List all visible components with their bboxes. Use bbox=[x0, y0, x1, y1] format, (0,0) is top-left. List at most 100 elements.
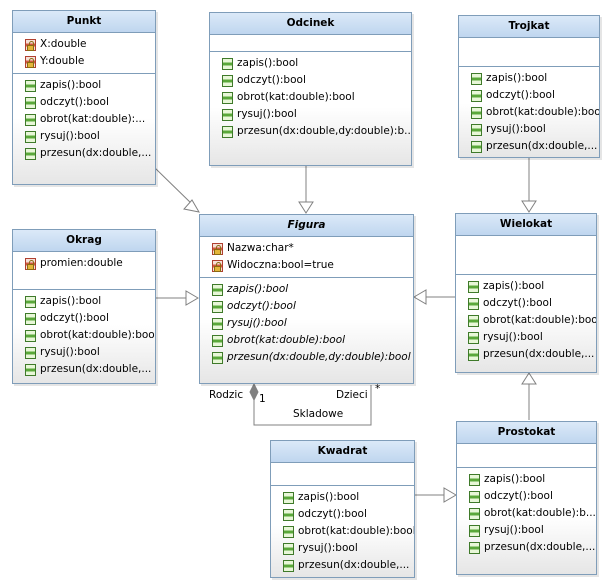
public-method-icon bbox=[471, 140, 482, 153]
class-wielokat[interactable]: Wielokat zapis():bool odczyt():bool obro… bbox=[455, 213, 597, 373]
public-method-icon bbox=[471, 72, 482, 85]
public-method-icon bbox=[25, 295, 36, 308]
public-method-icon bbox=[468, 314, 479, 327]
method-row: rysuj():bool bbox=[456, 329, 596, 346]
class-title: Odcinek bbox=[210, 13, 411, 35]
attributes-compartment bbox=[456, 236, 596, 275]
class-figura[interactable]: Figura Nazwa:char* Widoczna:bool=true za… bbox=[199, 214, 414, 384]
public-method-icon bbox=[469, 524, 480, 537]
class-title: Figura bbox=[200, 215, 413, 237]
method-row: przesun(dx:double,dy:double):bool bbox=[200, 349, 413, 366]
public-method-icon bbox=[283, 491, 294, 504]
public-method-icon bbox=[212, 300, 223, 313]
method-row: odczyt():bool bbox=[210, 72, 411, 89]
class-kwadrat[interactable]: Kwadrat zapis():bool odczyt():bool obrot… bbox=[270, 440, 415, 578]
generalization-arrow-trojkat-wielokat bbox=[521, 200, 537, 213]
generalization-arrow-punkt-figura bbox=[183, 199, 200, 213]
method-row: obrot(kat:double):bool bbox=[13, 327, 155, 344]
method-row: zapis():bool bbox=[459, 70, 599, 87]
class-odcinek[interactable]: Odcinek zapis():bool odczyt():bool obrot… bbox=[209, 12, 412, 166]
public-method-icon bbox=[222, 91, 233, 104]
class-prostokat[interactable]: Prostokat zapis():bool odczyt():bool obr… bbox=[456, 421, 597, 575]
method-row: obrot(kat:double):bool bbox=[271, 523, 414, 540]
method-row: zapis():bool bbox=[200, 281, 413, 298]
public-method-icon bbox=[283, 559, 294, 572]
class-okrag[interactable]: Okrag promien:double zapis():bool odczyt… bbox=[12, 229, 156, 384]
methods-compartment: zapis():bool odczyt():bool rysuj():bool … bbox=[200, 278, 413, 369]
method-row: zapis():bool bbox=[13, 293, 155, 310]
attributes-compartment: promien:double bbox=[13, 252, 155, 290]
public-method-icon bbox=[212, 283, 223, 296]
method-row: odczyt():bool bbox=[457, 488, 596, 505]
methods-compartment: zapis():bool odczyt():bool obrot(kat:dou… bbox=[459, 67, 599, 158]
public-method-icon bbox=[222, 125, 233, 138]
method-row: przesun(dx:double,... bbox=[13, 145, 155, 162]
method-row: rysuj():bool bbox=[459, 121, 599, 138]
public-method-icon bbox=[471, 89, 482, 102]
method-row: obrot(kat:double):b... bbox=[457, 505, 596, 522]
method-row: przesun(dx:double,... bbox=[13, 361, 155, 378]
edge-punkt-figura bbox=[154, 167, 195, 207]
public-method-icon bbox=[222, 57, 233, 70]
method-row: odczyt():bool bbox=[13, 94, 155, 111]
method-row: przesun(dx:double,... bbox=[457, 539, 596, 556]
attributes-compartment bbox=[457, 444, 596, 468]
method-row: przesun(dx:double,... bbox=[456, 346, 596, 363]
class-punkt[interactable]: Punkt X:double Y:double zapis():bool odc… bbox=[12, 10, 156, 185]
class-title: Wielokat bbox=[456, 214, 596, 236]
method-row: obrot(kat:double):bool bbox=[456, 312, 596, 329]
public-method-icon bbox=[469, 507, 480, 520]
public-method-icon bbox=[468, 297, 479, 310]
private-attribute-icon bbox=[212, 242, 223, 255]
association-name-skladowe: Skladowe bbox=[293, 408, 344, 420]
method-row: odczyt():bool bbox=[271, 506, 414, 523]
attribute-row: promien:double bbox=[13, 255, 155, 272]
public-method-icon bbox=[25, 96, 36, 109]
generalization-arrow-kwadrat-prostokat bbox=[443, 487, 457, 503]
class-title: Trojkat bbox=[459, 16, 599, 38]
method-row: rysuj():bool bbox=[13, 128, 155, 145]
method-row: zapis():bool bbox=[456, 278, 596, 295]
attributes-compartment bbox=[271, 463, 414, 486]
public-method-icon bbox=[283, 508, 294, 521]
method-row: obrot(kat:double):... bbox=[13, 111, 155, 128]
method-row: rysuj():bool bbox=[271, 540, 414, 557]
public-method-icon bbox=[25, 147, 36, 160]
method-row: odczyt():bool bbox=[13, 310, 155, 327]
generalization-arrow-okrag-figura bbox=[185, 290, 199, 306]
methods-compartment: zapis():bool odczyt():bool obrot(kat:dou… bbox=[457, 468, 596, 559]
class-trojkat[interactable]: Trojkat zapis():bool odczyt():bool obrot… bbox=[458, 15, 600, 158]
public-method-icon bbox=[468, 348, 479, 361]
method-row: przesun(dx:double,dy:double):b... bbox=[210, 123, 411, 140]
class-title: Okrag bbox=[13, 230, 155, 252]
attributes-compartment bbox=[459, 38, 599, 67]
private-attribute-icon bbox=[212, 259, 223, 272]
public-method-icon bbox=[222, 74, 233, 87]
method-row: obrot(kat:double):bool bbox=[459, 104, 599, 121]
method-row: odczyt():bool bbox=[456, 295, 596, 312]
public-method-icon bbox=[25, 130, 36, 143]
public-method-icon bbox=[469, 473, 480, 486]
role-label-dzieci: Dzieci bbox=[336, 389, 368, 401]
class-title: Punkt bbox=[13, 11, 155, 33]
public-method-icon bbox=[25, 329, 36, 342]
attribute-row: Y:double bbox=[13, 53, 155, 70]
public-method-icon bbox=[468, 280, 479, 293]
role-label-rodzic: Rodzic bbox=[209, 389, 244, 401]
public-method-icon bbox=[25, 346, 36, 359]
generalization-arrow-prostokat-wielokat bbox=[521, 372, 537, 385]
public-method-icon bbox=[471, 106, 482, 119]
public-method-icon bbox=[222, 108, 233, 121]
method-row: rysuj():bool bbox=[13, 344, 155, 361]
public-method-icon bbox=[25, 79, 36, 92]
method-row: zapis():bool bbox=[13, 77, 155, 94]
attributes-compartment: X:double Y:double bbox=[13, 33, 155, 74]
private-attribute-icon bbox=[25, 55, 36, 68]
class-title: Prostokat bbox=[457, 422, 596, 444]
methods-compartment: zapis():bool odczyt():bool obrot(kat:dou… bbox=[13, 290, 155, 381]
public-method-icon bbox=[25, 363, 36, 376]
attribute-row: Nazwa:char* bbox=[200, 240, 413, 257]
public-method-icon bbox=[212, 317, 223, 330]
public-method-icon bbox=[283, 525, 294, 538]
